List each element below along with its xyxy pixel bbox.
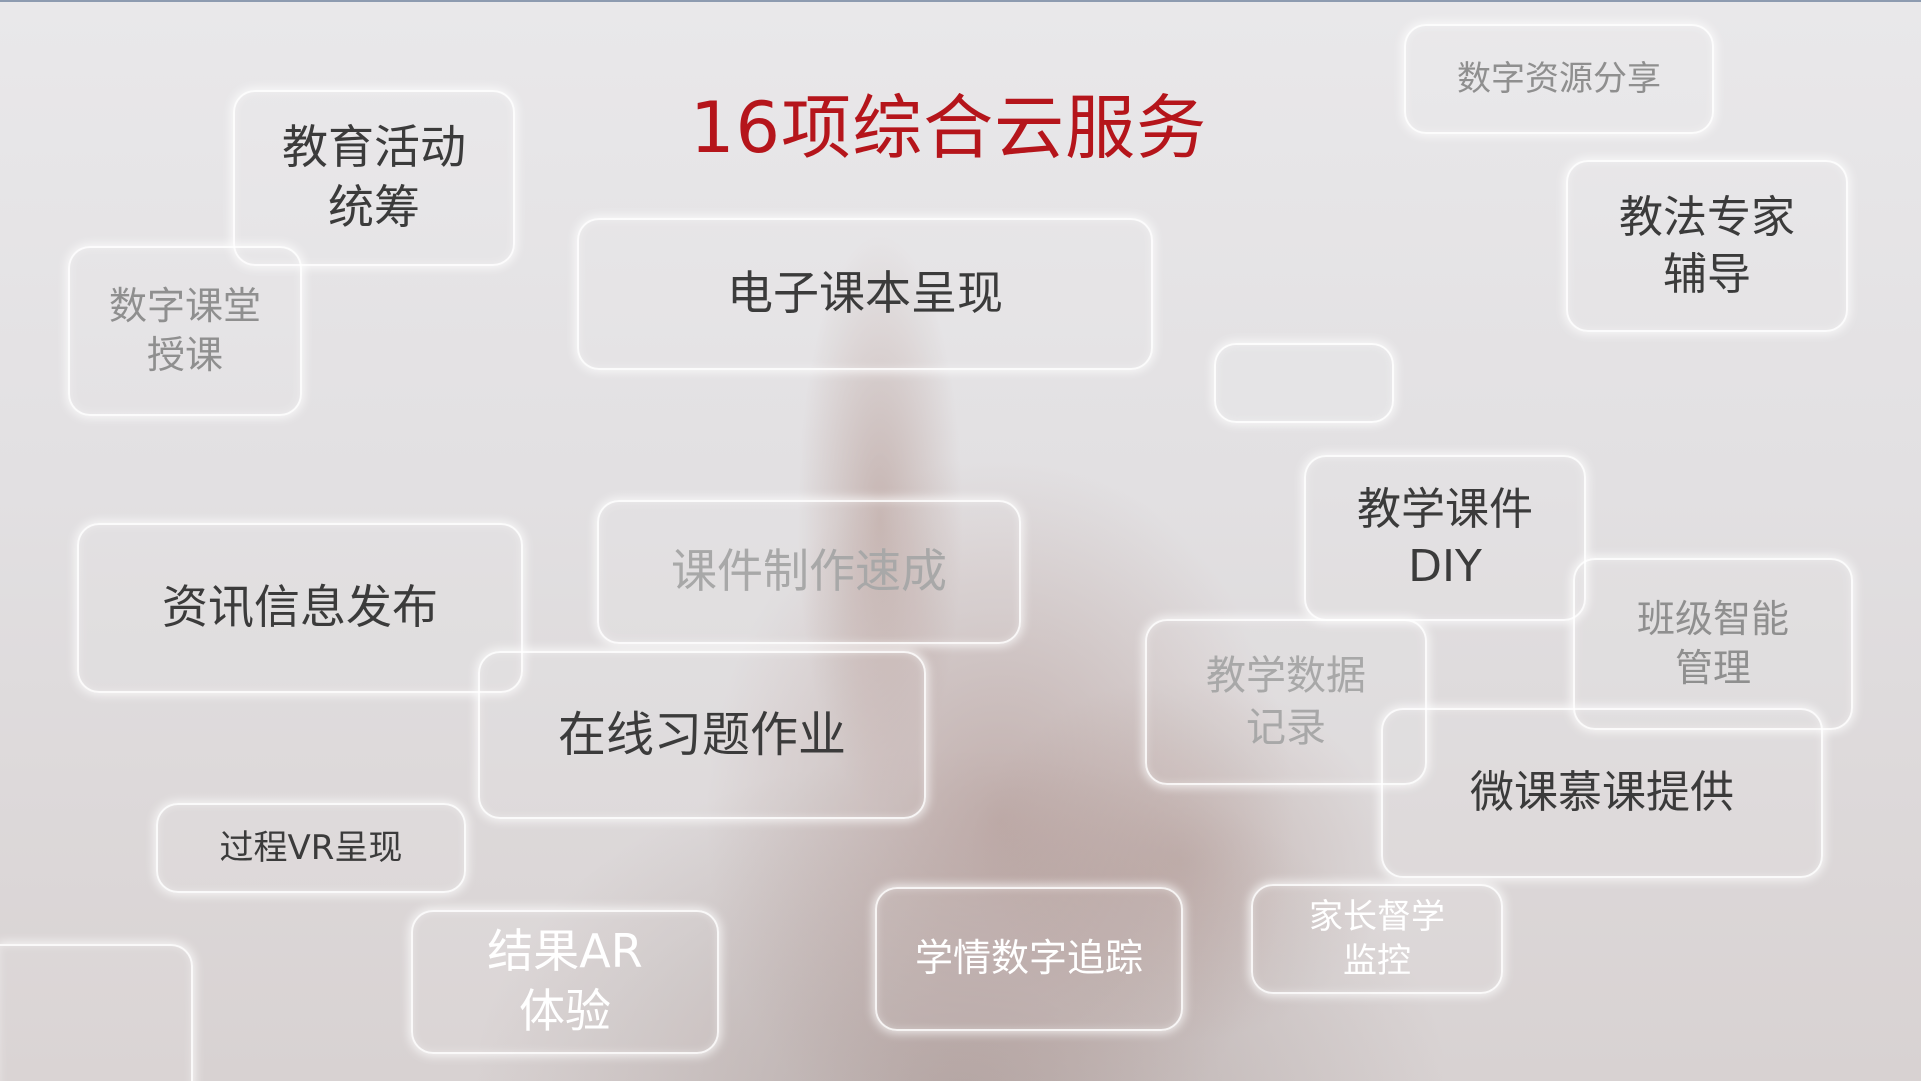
service-education-activity: 教育活动 统筹 — [233, 90, 515, 266]
service-news-release: 资讯信息发布 — [77, 523, 523, 693]
service-micro-mooc: 微课慕课提供 — [1381, 708, 1823, 878]
service-process-vr: 过程VR呈现 — [156, 803, 466, 893]
service-expert-guidance: 教法专家 辅导 — [1566, 160, 1848, 332]
service-courseware-diy: 教学课件 DIY — [1304, 455, 1586, 621]
service-courseware-quickstart: 课件制作速成 — [597, 500, 1021, 644]
slide-title: 16项综合云服务 — [690, 87, 1208, 169]
service-ebook-display: 电子课本呈现 — [577, 218, 1153, 370]
service-digital-classroom: 数字课堂 授课 — [68, 246, 302, 416]
service-teaching-data: 教学数据 记录 — [1145, 619, 1427, 785]
top-rule — [0, 0, 1921, 2]
blank-card — [1214, 343, 1394, 423]
service-online-homework: 在线习题作业 — [478, 651, 926, 819]
service-parent-supervision: 家长督学 监控 — [1251, 884, 1503, 994]
service-class-management: 班级智能 管理 — [1573, 558, 1853, 730]
service-resource-sharing: 数字资源分享 — [1404, 24, 1714, 134]
service-result-ar: 结果AR 体验 — [411, 910, 719, 1054]
partial-card-bottom-left — [0, 944, 193, 1081]
service-learning-tracking: 学情数字追踪 — [875, 887, 1183, 1031]
